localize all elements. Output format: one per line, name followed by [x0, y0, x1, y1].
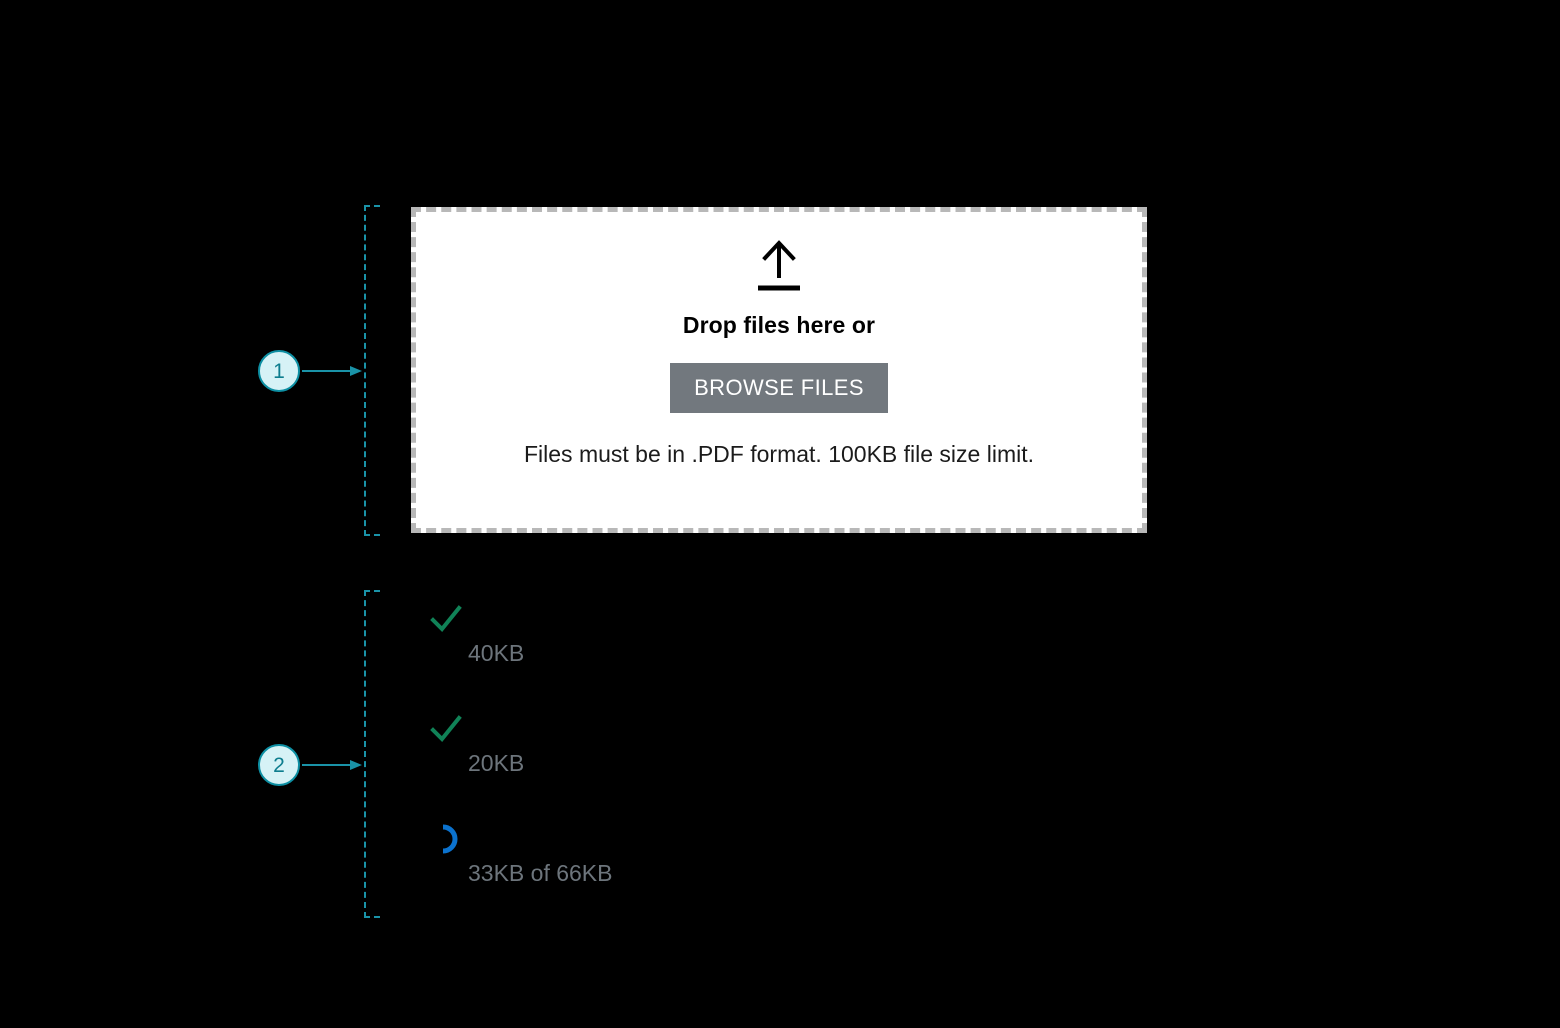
dropzone-heading: Drop files here or: [682, 312, 876, 338]
file-size: 40KB: [468, 640, 525, 666]
file-progress: 33KB of 66KB: [468, 860, 613, 886]
file-size: 20KB: [468, 750, 525, 776]
uploaded-file-list: 40KB 20KB 33KB of 66KB: [411, 596, 1147, 926]
browse-files-button[interactable]: BROWSE FILES: [670, 363, 888, 413]
file-dropzone[interactable]: Drop files here or BROWSE FILES Files mu…: [411, 207, 1147, 533]
callout-bracket-file-list: [364, 590, 380, 918]
callout-number-1: 1: [258, 350, 300, 392]
file-row[interactable]: 20KB: [411, 706, 1147, 816]
callout-bracket-dropzone: [364, 205, 380, 536]
file-row[interactable]: 33KB of 66KB: [411, 816, 1147, 926]
dropzone-hint-text: Files must be in .PDF format. 100KB file…: [524, 441, 1034, 467]
callout-number-2: 2: [258, 744, 300, 786]
callout-arrow-icon: [302, 760, 362, 770]
upload-arrow-icon: [758, 240, 800, 291]
callout-marker-1: 1: [258, 350, 364, 392]
callout-arrow-icon: [302, 366, 362, 376]
callout-marker-2: 2: [258, 744, 364, 786]
check-icon: [430, 715, 462, 742]
spinner-icon: [442, 824, 458, 854]
check-icon: [430, 605, 462, 632]
file-row[interactable]: 40KB: [411, 596, 1147, 706]
